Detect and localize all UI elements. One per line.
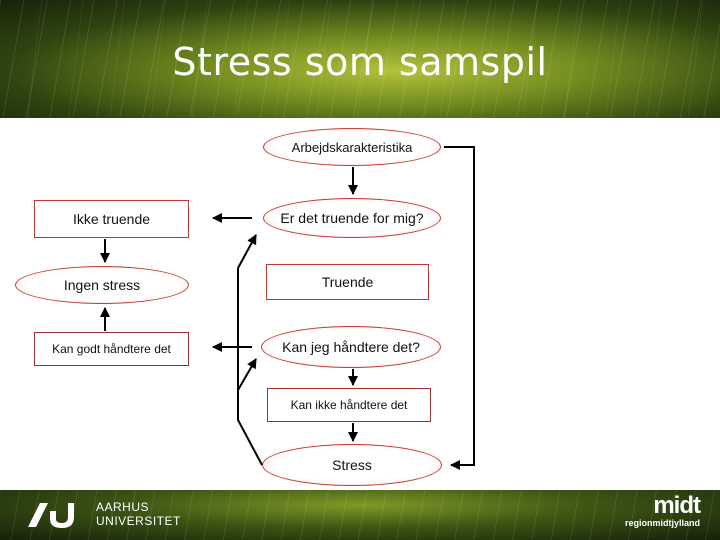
- aarhus-university-logo-icon: [28, 503, 74, 528]
- node-arbejdskarakteristika: Arbejdskarakteristika: [263, 128, 441, 166]
- university-line2: UNIVERSITET: [96, 514, 181, 528]
- node-ikke-truende: Ikke truende: [34, 200, 189, 238]
- node-truende: Truende: [266, 264, 429, 300]
- region-small-text: regionmidtjylland: [624, 518, 700, 528]
- node-label: Ingen stress: [63, 277, 141, 293]
- arrow-truende-to-question: [237, 234, 257, 269]
- node-kan-jeg-haandtere: Kan jeg håndtere det?: [261, 326, 441, 368]
- node-label: Kan ikke håndtere det: [290, 398, 408, 412]
- node-kan-godt-haandtere: Kan godt håndtere det: [34, 332, 189, 366]
- connector-left-feedback: [237, 268, 263, 466]
- university-line1: AARHUS: [96, 500, 150, 514]
- university-name: AARHUS UNIVERSITET: [96, 500, 181, 528]
- slide-title: Stress som samspil: [172, 40, 548, 84]
- rain-texture: [0, 490, 720, 540]
- region-big-text: midt: [653, 492, 701, 519]
- region-midt-logo: midt regionmidtjylland: [624, 492, 701, 529]
- node-label: Kan jeg håndtere det?: [282, 339, 420, 355]
- node-stress: Stress: [262, 444, 442, 486]
- node-label: Truende: [321, 274, 374, 290]
- arrow-truende-to-kanjeg: [237, 358, 257, 391]
- connector-right-loop: [444, 146, 475, 470]
- node-label: Ikke truende: [72, 211, 151, 227]
- node-label: Arbejdskarakteristika: [291, 139, 413, 155]
- rain-texture: [0, 0, 720, 118]
- node-label: Er det truende for mig?: [280, 210, 424, 226]
- node-label: Stress: [332, 457, 372, 473]
- slide-footer: AARHUS UNIVERSITET midt regionmidtjyllan…: [0, 490, 720, 540]
- slide-header: Stress som samspil: [0, 0, 720, 118]
- node-ingen-stress: Ingen stress: [15, 266, 189, 304]
- node-er-det-truende: Er det truende for mig?: [263, 198, 441, 238]
- node-label: Kan godt håndtere det: [52, 342, 171, 356]
- node-kan-ikke-haandtere: Kan ikke håndtere det: [267, 388, 431, 422]
